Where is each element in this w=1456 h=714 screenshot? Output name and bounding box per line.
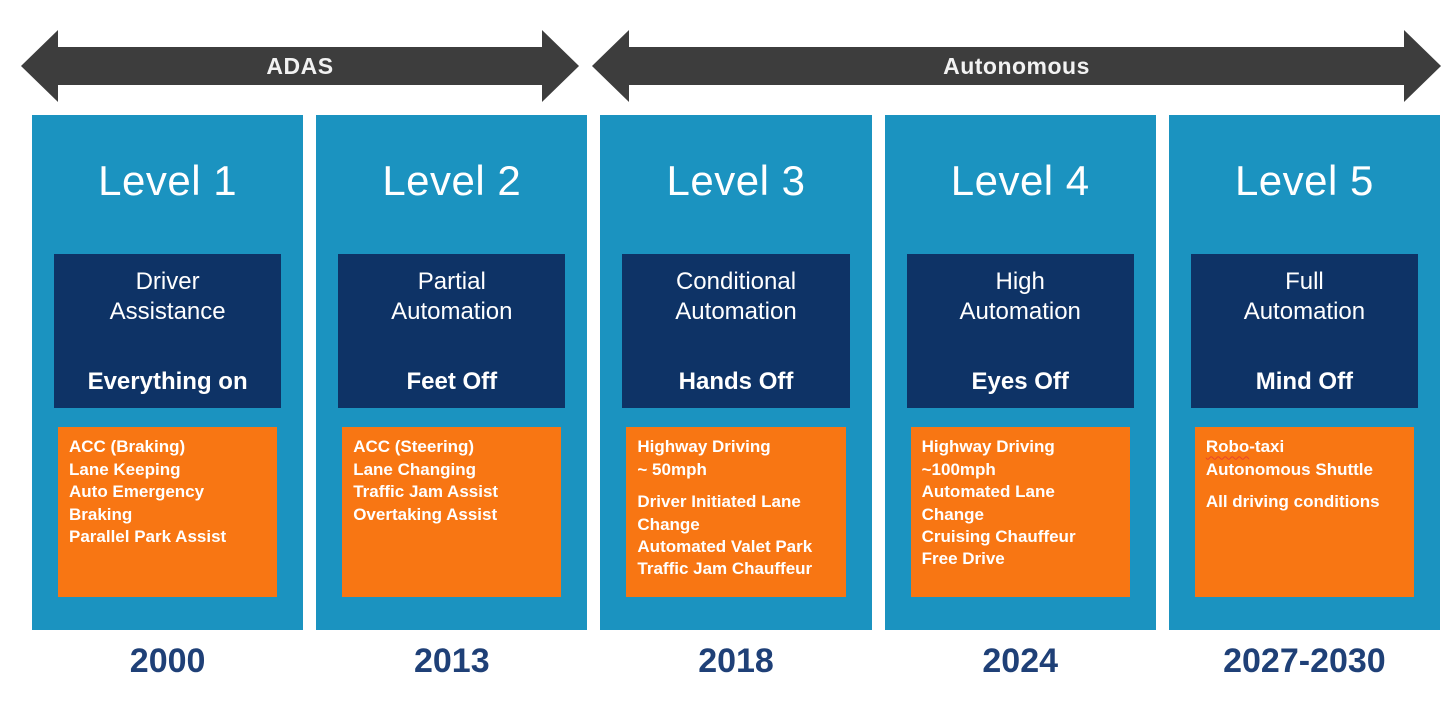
- level-2-column: Level 2 Partial Automation Feet Off ACC …: [316, 115, 588, 680]
- automation-name: Driver Assistance: [109, 268, 226, 326]
- level-5-column: Level 5 Full Automation Mind Off Robo-ta…: [1168, 115, 1441, 680]
- level-3-panel: Level 3 Conditional Automation Hands Off…: [600, 115, 872, 630]
- feature-item: Lane Changing: [353, 459, 476, 479]
- feature-item: Driver Initiated Lane Change: [637, 492, 801, 534]
- mode-label: Everything on: [87, 368, 248, 396]
- level-3-column: Level 3 Conditional Automation Hands Off…: [600, 115, 872, 680]
- level-title: Level 4: [950, 157, 1090, 204]
- level-1-panel: Level 1 Driver Assistance Everything on …: [32, 115, 304, 630]
- arrow-right-head-icon: [1404, 30, 1441, 102]
- automation-name: Full Automation: [1243, 268, 1366, 326]
- autonomous-arrow-label: Autonomous: [943, 52, 1090, 79]
- automation-name: Partial Automation: [391, 268, 513, 326]
- feature-item: Auto Emergency Braking: [69, 482, 205, 524]
- feature-item: Traffic Jam Chauffeur: [637, 559, 813, 579]
- mode-label: Feet Off: [406, 368, 498, 396]
- feature-item: Parallel Park Assist: [69, 527, 227, 547]
- feature-item: Automated Valet Park: [637, 537, 813, 557]
- feature-item: Robo-taxi: [1205, 437, 1285, 457]
- level-4-column: Level 4 High Automation Eyes Off Highway…: [884, 115, 1156, 680]
- year-label: 2024: [982, 642, 1059, 680]
- automation-type-box: Partial Automation Feet Off: [338, 254, 566, 409]
- automation-name: Conditional Automation: [675, 268, 797, 326]
- feature-item: Highway Driving ~ 50mph: [637, 437, 771, 479]
- autonomous-range-arrow: Autonomous: [592, 30, 1441, 102]
- feature-item: Lane Keeping: [69, 459, 181, 479]
- arrow-left-head-icon: [21, 30, 58, 102]
- automation-type-box: High Automation Eyes Off: [906, 254, 1134, 409]
- feature-item: Highway Driving ~100mph: [921, 437, 1055, 479]
- automation-name: High Automation: [959, 268, 1081, 326]
- arrow-right-head-icon: [542, 30, 579, 102]
- feature-spacer: [637, 481, 834, 491]
- feature-item: Traffic Jam Assist: [353, 482, 499, 502]
- year-label: 2000: [129, 642, 206, 680]
- year-label: 2018: [698, 642, 774, 680]
- feature-spacer: [1206, 481, 1403, 491]
- mode-label: Hands Off: [678, 368, 794, 396]
- feature-item: Overtaking Assist: [353, 504, 498, 524]
- year-label: 2013: [413, 642, 490, 680]
- feature-item: Cruising Chauffeur: [921, 527, 1076, 547]
- levels-row: Level 1 Driver Assistance Everything on …: [32, 115, 1441, 680]
- level-2-panel: Level 2 Partial Automation Feet Off ACC …: [316, 115, 588, 630]
- level-1-column: Level 1 Driver Assistance Everything on …: [32, 115, 304, 680]
- level-title: Level 1: [98, 157, 238, 204]
- autonomous-arrow-bar: Autonomous: [629, 47, 1404, 85]
- feature-item: ACC (Steering): [353, 437, 475, 457]
- automation-type-box: Full Automation Mind Off: [1190, 254, 1419, 409]
- level-5-panel: Level 5 Full Automation Mind Off Robo-ta…: [1168, 115, 1441, 630]
- mode-label: Mind Off: [1255, 368, 1354, 396]
- adas-arrow-bar: ADAS: [58, 47, 542, 85]
- adas-arrow-label: ADAS: [266, 52, 334, 79]
- feature-item: All driving conditions: [1205, 492, 1380, 512]
- automation-type-box: Driver Assistance Everything on: [54, 254, 282, 409]
- level-title: Level 2: [382, 157, 522, 204]
- feature-item: ACC (Braking): [69, 437, 186, 457]
- spellcheck-underline: Robo: [1205, 437, 1250, 457]
- level-4-panel: Level 4 High Automation Eyes Off Highway…: [884, 115, 1156, 630]
- level-title: Level 3: [666, 157, 806, 204]
- feature-item: Autonomous Shuttle: [1205, 459, 1373, 479]
- level-title: Level 5: [1234, 157, 1374, 204]
- adas-range-arrow: ADAS: [21, 30, 579, 102]
- arrow-left-head-icon: [592, 30, 629, 102]
- automation-type-box: Conditional Automation Hands Off: [622, 254, 850, 409]
- feature-item: Automated Lane Change: [921, 482, 1055, 524]
- year-label: 2027-2030: [1223, 642, 1386, 680]
- mode-label: Eyes Off: [971, 368, 1069, 396]
- feature-item: Free Drive: [921, 549, 1005, 569]
